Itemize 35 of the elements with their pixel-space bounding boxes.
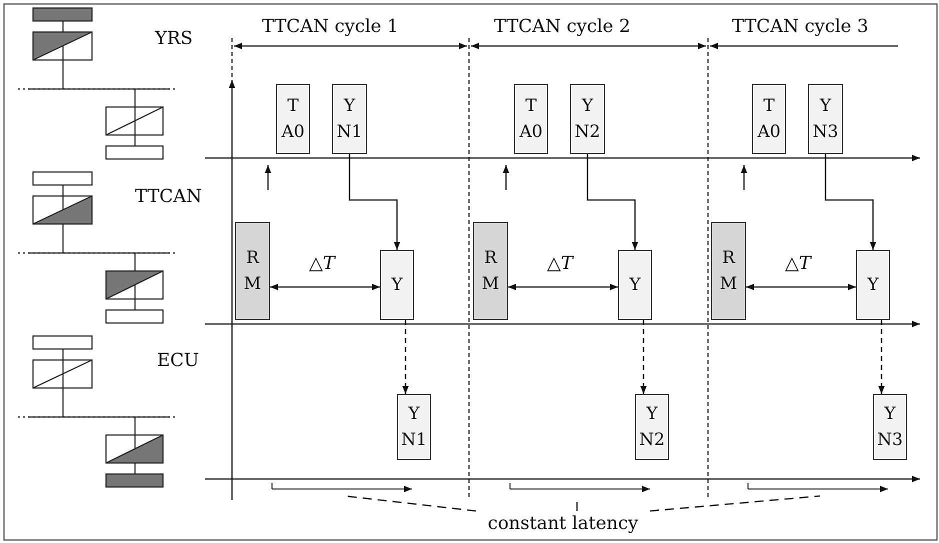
device-name: TTCAN <box>135 186 202 207</box>
arrow <box>640 320 647 394</box>
message-frame-box: Y N1 <box>332 84 367 154</box>
message-frame-box: R M <box>235 222 270 320</box>
cycle-label: TTCAN cycle 3 <box>732 16 869 37</box>
arrow <box>586 154 638 250</box>
message-frame-box: Y N1 <box>397 394 431 460</box>
cycle-label: TTCAN cycle 1 <box>262 16 399 37</box>
message-frame-box: R M <box>711 222 746 320</box>
annotation-text: constant latency <box>476 511 650 537</box>
message-frame-box: Y N2 <box>570 84 605 154</box>
message-frame-box: Y <box>618 250 652 320</box>
message-frame-box: Y <box>856 250 890 320</box>
arrow <box>746 284 856 290</box>
arrow <box>348 154 400 250</box>
arrow <box>508 284 618 290</box>
arrow <box>824 154 876 250</box>
message-frame-box: T A0 <box>752 84 786 154</box>
message-frame-box: R M <box>473 222 508 320</box>
arrow <box>878 320 885 394</box>
device-name: ECU <box>157 350 200 371</box>
message-frame-box: Y N2 <box>635 394 669 460</box>
leader-line <box>650 495 820 512</box>
arrow <box>402 320 409 394</box>
edge-label: △T <box>545 253 575 274</box>
message-frame-box: T A0 <box>514 84 548 154</box>
message-frame-box: Y N3 <box>808 84 843 154</box>
message-frame-box: T A0 <box>276 84 310 154</box>
message-frame-box: Y <box>380 250 414 320</box>
arrow <box>270 284 380 290</box>
message-frame-box: Y N3 <box>873 394 907 460</box>
device-name: YRS <box>155 28 193 49</box>
edge-label: △T <box>307 253 337 274</box>
edge-label: △T <box>783 253 813 274</box>
cycle-label: TTCAN cycle 2 <box>494 16 631 37</box>
